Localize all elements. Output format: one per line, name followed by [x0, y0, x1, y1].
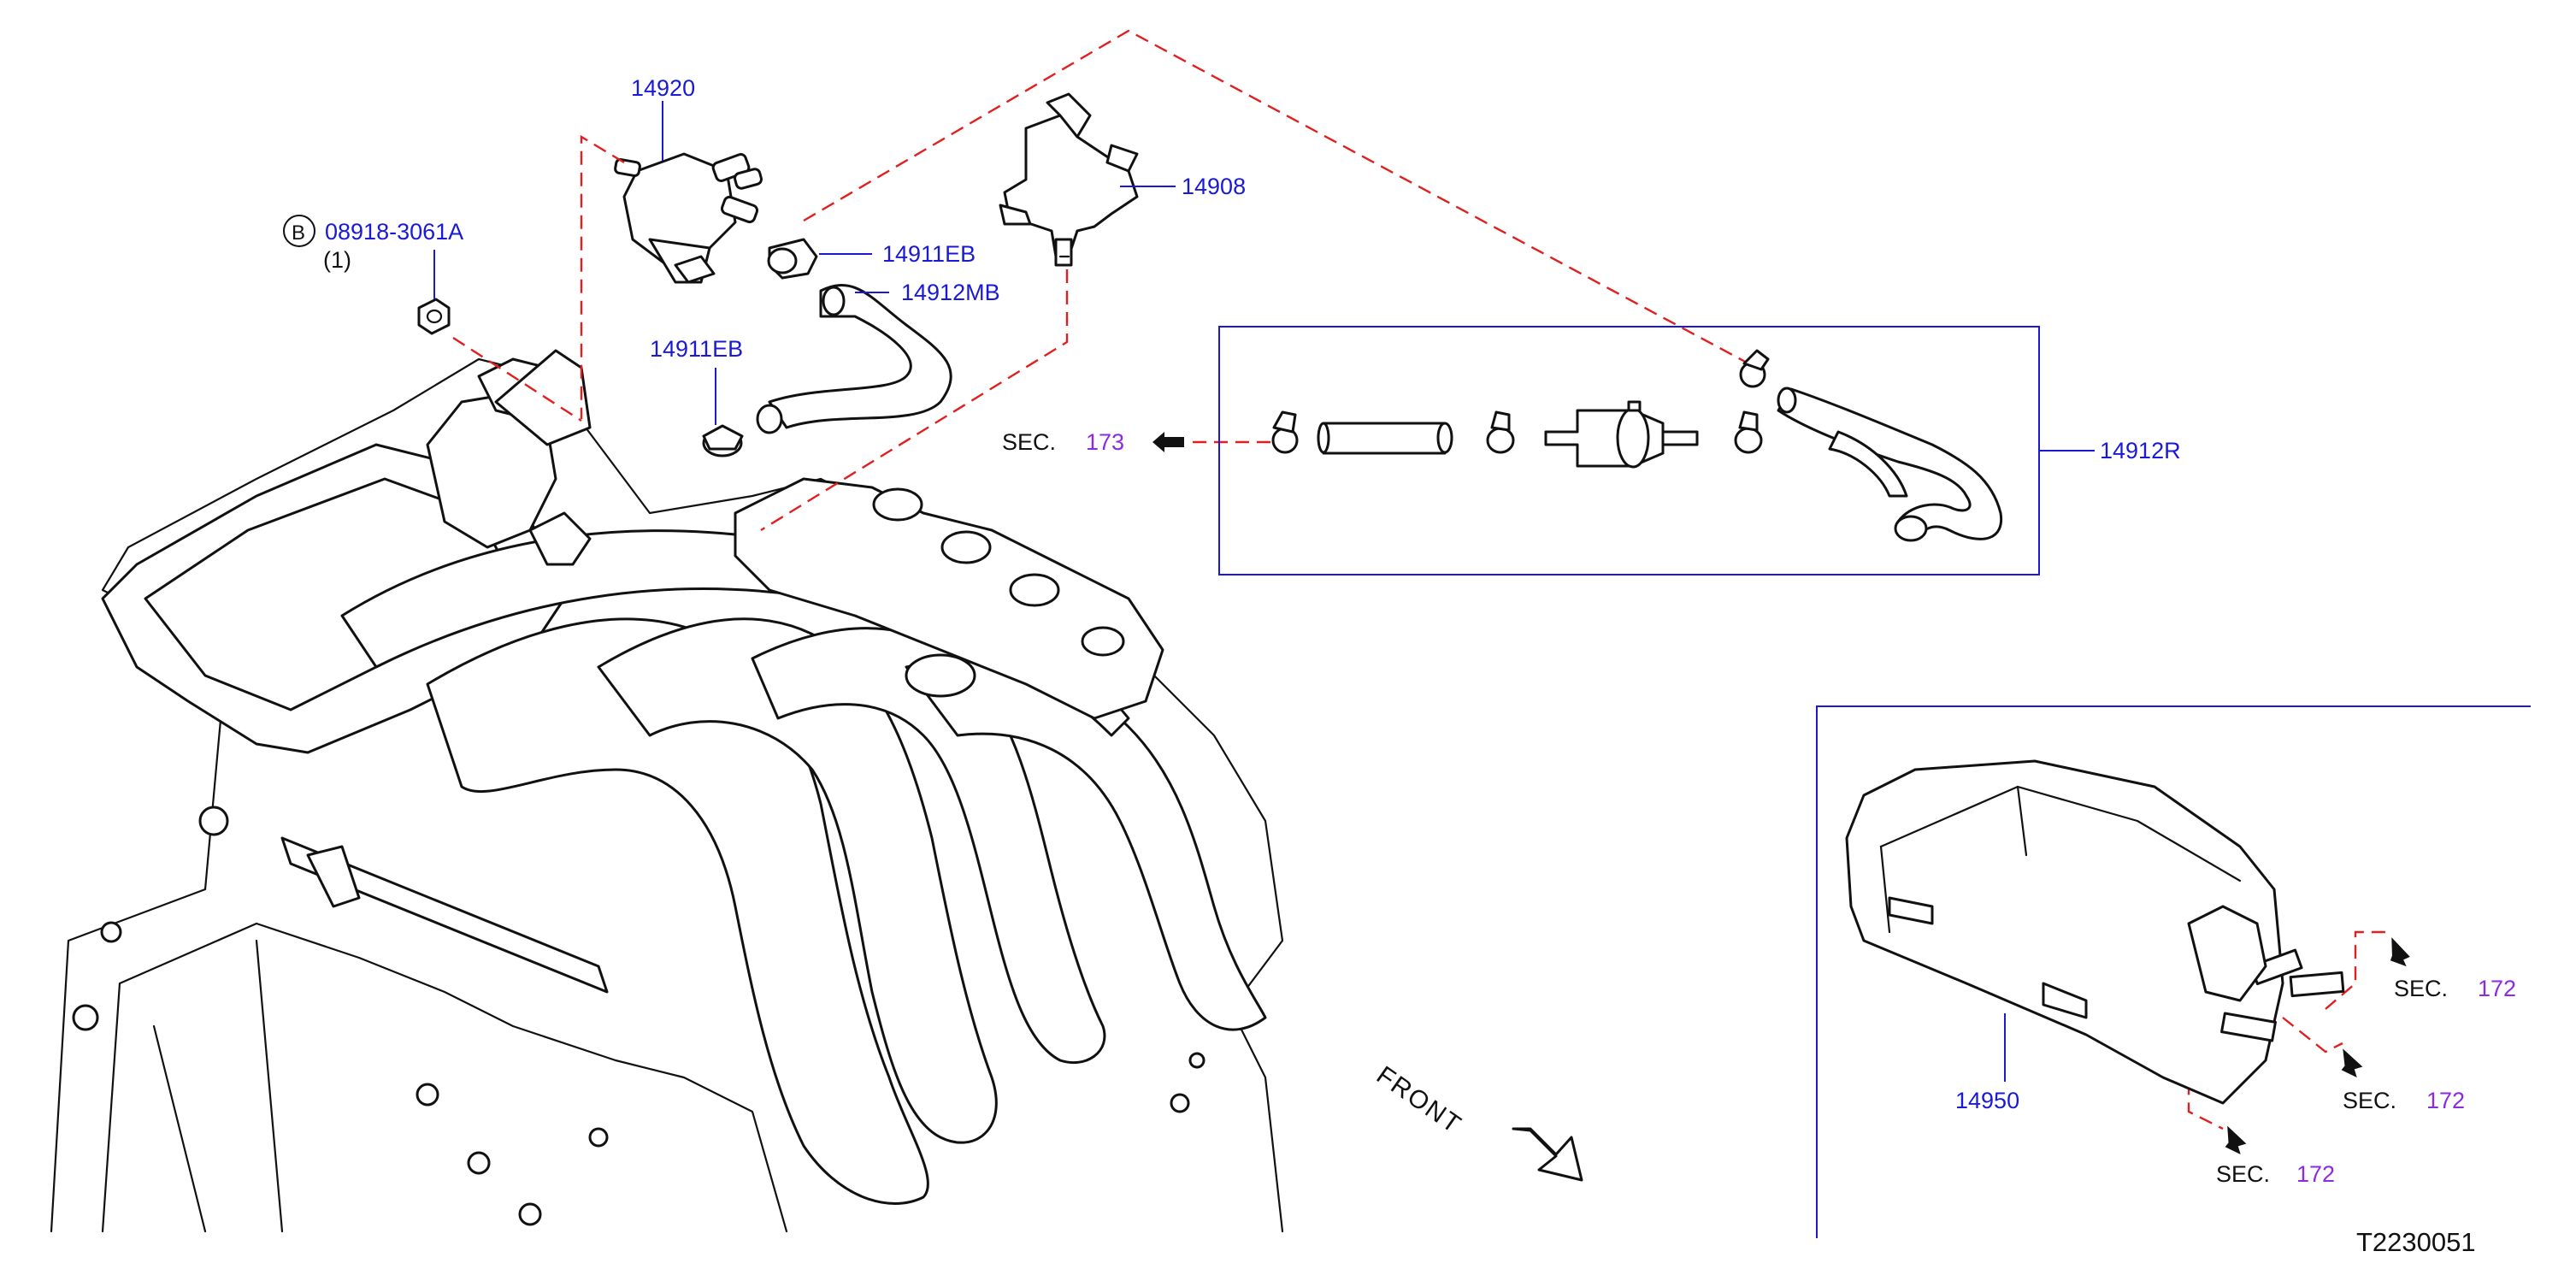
part-number-14911eb-left: 14911EB — [650, 336, 743, 362]
sec-number-172-c[interactable]: 172 — [2296, 1161, 2335, 1187]
front-label: FRONT — [1371, 1061, 1467, 1140]
intake-manifold-illustration — [50, 349, 1284, 1233]
bolt-circle-letter: B — [292, 221, 305, 245]
hose-clamp-14911eb-left — [702, 424, 744, 457]
kit-14912r-components — [1271, 349, 2003, 542]
part-number-14911eb-top: 14911EB — [882, 241, 976, 267]
purge-control-valve-14920 — [614, 152, 763, 284]
sec-label-172-c: SEC. — [2216, 1161, 2270, 1187]
sec-label-173: SEC. — [1002, 429, 1056, 455]
part-number-14920: 14920 — [631, 75, 695, 101]
guide-lines — [452, 29, 2385, 1130]
front-arrow-icon — [1512, 1127, 1583, 1182]
sec-label-172-b: SEC. — [2343, 1088, 2396, 1113]
nut-08918-3061a — [417, 298, 451, 335]
part-number-14908: 14908 — [1182, 174, 1246, 199]
part-number-08918-3061a: 08918-3061A — [325, 219, 463, 245]
bolt-quantity: (1) — [323, 247, 351, 273]
canister-box-14950 — [1816, 705, 2531, 1238]
hose-clamp-14911eb-top — [767, 238, 818, 280]
sec-number-172-a[interactable]: 172 — [2478, 976, 2516, 1001]
bracket-14908 — [999, 92, 1139, 267]
part-number-14950: 14950 — [1955, 1088, 2019, 1113]
hose-14912mb — [756, 284, 952, 434]
bolt-circle-icon — [283, 215, 315, 247]
section-arrows — [1152, 432, 2410, 1155]
evap-canister-14950 — [1845, 759, 2345, 1105]
sec-label-172-a: SEC. — [2394, 976, 2448, 1001]
sec-number-172-b[interactable]: 172 — [2426, 1088, 2465, 1113]
diagram-code: T2230051 — [2356, 1227, 2476, 1257]
sec-number-173[interactable]: 173 — [1086, 429, 1124, 455]
part-number-14912mb: 14912MB — [901, 280, 1000, 305]
part-number-14912r: 14912R — [2100, 438, 2181, 463]
